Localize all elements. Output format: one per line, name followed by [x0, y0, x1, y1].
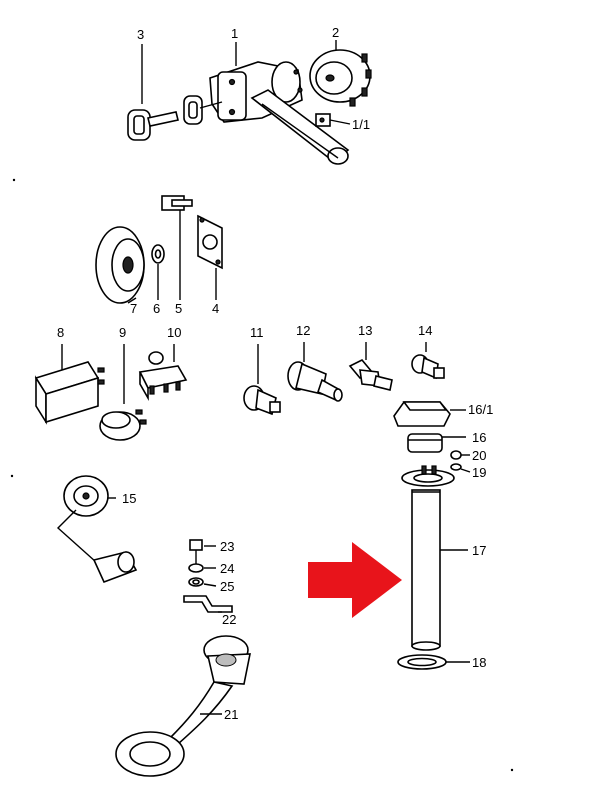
label-24: 24 — [220, 561, 234, 576]
part-6-washer[interactable] — [151, 244, 165, 300]
part-9-round-switch[interactable] — [99, 344, 147, 441]
part-17-level-sender[interactable] — [401, 465, 468, 651]
label-1-1: 1/1 — [352, 117, 370, 132]
part-23-bolt[interactable] — [189, 539, 216, 564]
label-18: 18 — [472, 655, 486, 670]
part-2-ignition-switch[interactable] — [309, 40, 372, 107]
label-12: 12 — [296, 323, 310, 338]
label-19: 19 — [472, 465, 486, 480]
part-15-float-sender[interactable] — [56, 475, 138, 584]
scan-dot — [10, 474, 14, 478]
part-10-micro-switch[interactable] — [138, 344, 188, 402]
part-5-bolt[interactable] — [161, 195, 193, 300]
label-9: 9 — [119, 325, 126, 340]
part-25-nut[interactable] — [188, 577, 217, 587]
label-16: 16 — [472, 430, 486, 445]
part-18-gasket-ring[interactable] — [397, 654, 470, 670]
label-8: 8 — [57, 325, 64, 340]
label-21: 21 — [224, 707, 238, 722]
label-5: 5 — [175, 301, 182, 316]
label-16-1: 16/1 — [468, 402, 493, 417]
label-4: 4 — [212, 301, 219, 316]
part-13-sender[interactable] — [348, 342, 393, 391]
label-7: 7 — [130, 301, 137, 316]
part-11-sensor[interactable] — [243, 344, 281, 416]
label-11: 11 — [250, 325, 264, 340]
part-12-sender[interactable] — [287, 342, 343, 402]
label-10: 10 — [167, 325, 181, 340]
part-19-washer[interactable] — [450, 463, 471, 473]
label-2: 2 — [332, 25, 339, 40]
label-20: 20 — [472, 448, 486, 463]
scan-dot — [12, 178, 16, 182]
part-3-key[interactable] — [127, 44, 223, 141]
label-15: 15 — [122, 491, 136, 506]
label-25: 25 — [220, 579, 234, 594]
part-1-steering-lock[interactable] — [209, 42, 350, 165]
part-21-horn[interactable] — [115, 635, 251, 777]
part-22-bracket[interactable] — [183, 595, 233, 613]
part-4-gasket[interactable] — [197, 214, 223, 300]
part-24-washer[interactable] — [188, 563, 216, 573]
label-13: 13 — [358, 323, 372, 338]
label-3: 3 — [137, 27, 144, 42]
label-1: 1 — [231, 26, 238, 41]
part-14-switch[interactable] — [411, 342, 445, 380]
highlight-arrow-icon — [308, 542, 402, 618]
scan-dot — [510, 768, 514, 772]
label-22: 22 — [222, 612, 236, 627]
label-17: 17 — [472, 543, 486, 558]
part-1-1-contact[interactable] — [315, 113, 351, 127]
part-16-1-bracket[interactable] — [393, 401, 466, 427]
part-16-cap[interactable] — [407, 433, 466, 453]
part-7-disc[interactable] — [95, 226, 145, 304]
label-14: 14 — [418, 323, 432, 338]
label-6: 6 — [153, 301, 160, 316]
part-8-relay[interactable] — [34, 344, 105, 425]
part-20-nut[interactable] — [450, 450, 470, 460]
label-23: 23 — [220, 539, 234, 554]
